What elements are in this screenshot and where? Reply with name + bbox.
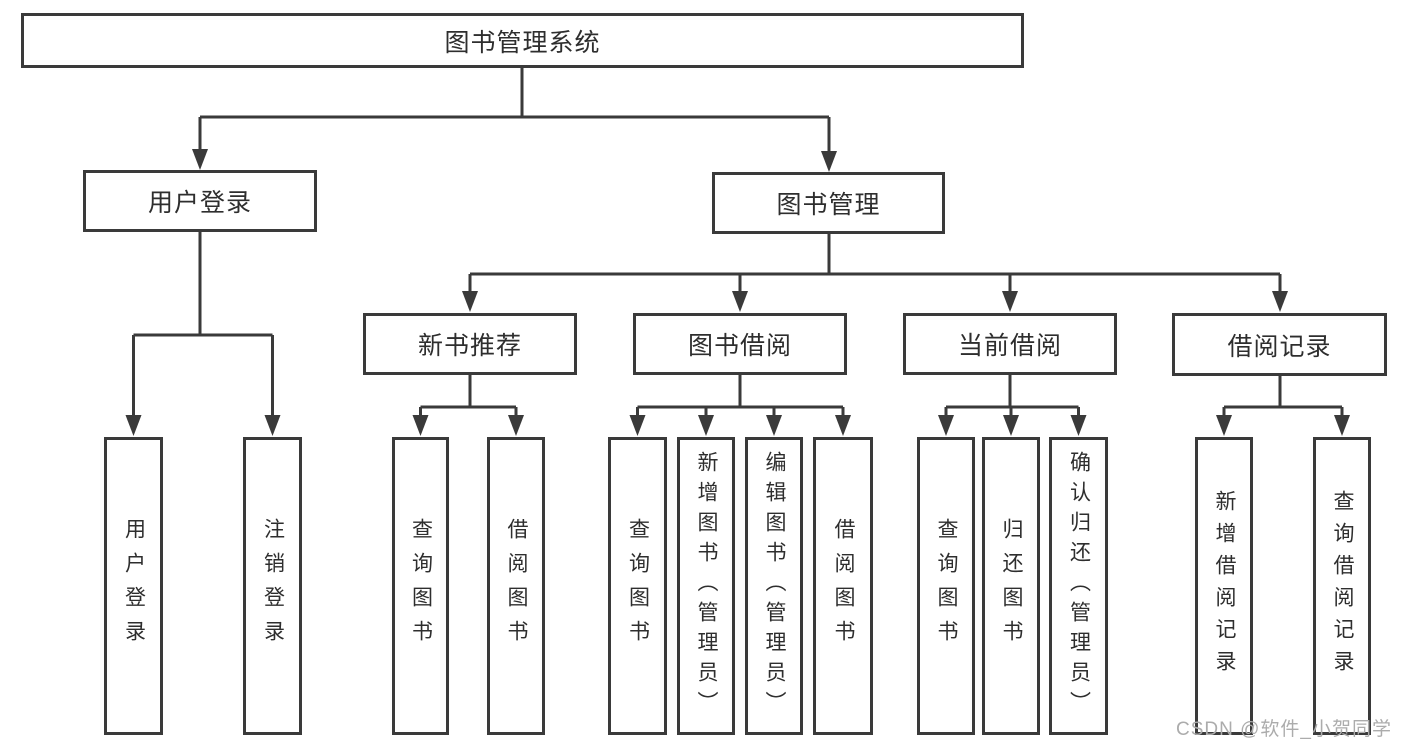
leaf-return-book: 归还图书 — [982, 437, 1040, 735]
node-book-management: 图书管理 — [712, 172, 945, 234]
leaf-edit-book-admin-label: 编辑图书（管理员） — [763, 451, 787, 721]
leaf-current-query-books: 查询图书 — [917, 437, 975, 735]
node-user-login: 用户登录 — [83, 170, 317, 232]
node-user-login-label: 用户登录 — [147, 189, 252, 217]
leaf-borrowing-borrow-books: 借阅图书 — [813, 437, 873, 735]
leaf-add-borrow-record-label: 新增借阅记录 — [1213, 490, 1237, 682]
leaf-borrowing-query-books: 查询图书 — [608, 437, 667, 735]
node-borrowing-records: 借阅记录 — [1172, 313, 1387, 376]
node-book-management-system-label: 图书管理系统 — [444, 28, 601, 57]
leaf-current-query-books-label: 查询图书 — [935, 518, 959, 654]
leaf-logout-login-label: 注销登录 — [261, 518, 285, 654]
leaf-return-book-label: 归还图书 — [1000, 518, 1024, 654]
leaf-add-book-admin-label: 新增图书（管理员） — [695, 451, 719, 721]
leaf-add-book-admin: 新增图书（管理员） — [677, 437, 735, 735]
leaf-logout-login: 注销登录 — [243, 437, 302, 735]
node-current-borrowing-label: 当前借阅 — [957, 332, 1062, 360]
leaf-borrowing-borrow-books-label: 借阅图书 — [832, 518, 856, 654]
arrowheads — [125, 149, 1350, 436]
leaf-query-borrow-record: 查询借阅记录 — [1313, 437, 1371, 735]
csdn-watermark: CSDN @软件_小贺同学 — [1176, 719, 1392, 740]
leaf-borrowing-query-books-label: 查询图书 — [626, 518, 650, 654]
leaf-recommend-query-books-label: 查询图书 — [409, 518, 433, 654]
leaf-recommend-query-books: 查询图书 — [392, 437, 449, 735]
node-book-management-system: 图书管理系统 — [21, 13, 1024, 68]
leaf-recommend-borrow-books-label: 借阅图书 — [505, 518, 529, 654]
leaf-query-borrow-record-label: 查询借阅记录 — [1331, 490, 1355, 682]
node-book-management-label: 图书管理 — [776, 191, 881, 219]
leaf-user-login-label: 用户登录 — [122, 518, 146, 654]
leaf-user-login: 用户登录 — [104, 437, 163, 735]
leaf-add-borrow-record: 新增借阅记录 — [1195, 437, 1253, 735]
leaf-edit-book-admin: 编辑图书（管理员） — [745, 437, 803, 735]
node-current-borrowing: 当前借阅 — [903, 313, 1117, 375]
leaf-recommend-borrow-books: 借阅图书 — [487, 437, 545, 735]
node-borrowing-records-label: 借阅记录 — [1227, 332, 1332, 361]
leaf-confirm-return-admin: 确认归还（管理员） — [1049, 437, 1108, 735]
leaf-confirm-return-admin-label: 确认归还（管理员） — [1067, 451, 1091, 721]
node-new-book-recommend: 新书推荐 — [363, 313, 577, 375]
node-book-borrowing-label: 图书借阅 — [687, 332, 792, 360]
node-new-book-recommend-label: 新书推荐 — [417, 332, 522, 360]
node-book-borrowing: 图书借阅 — [633, 313, 847, 375]
